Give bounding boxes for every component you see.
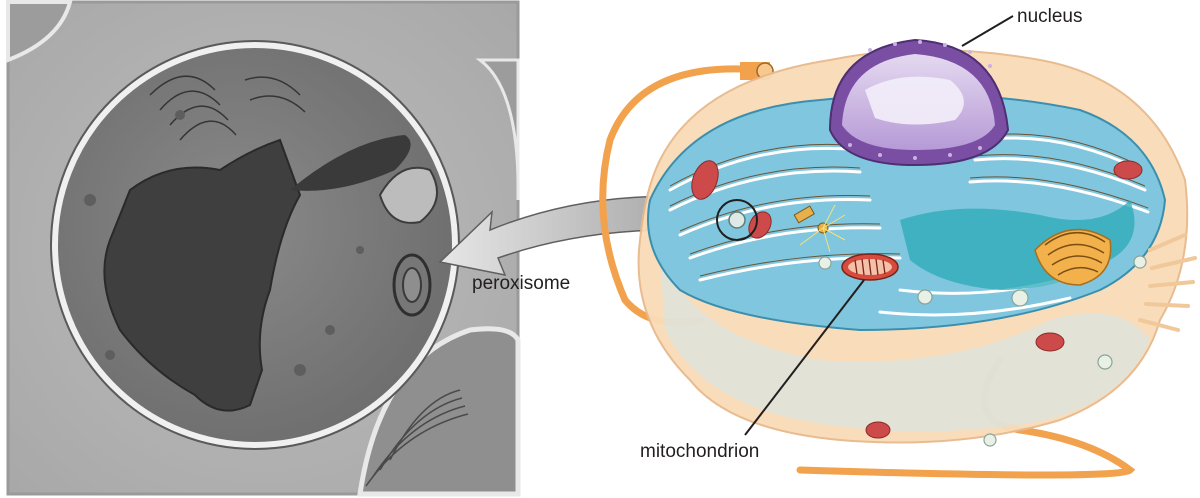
mitochondrion-organelle	[841, 253, 899, 281]
chloroplast-membranes-bottom	[365, 389, 469, 487]
micrograph-dark-organelle	[290, 135, 411, 191]
nucleolus-highlight	[865, 76, 964, 125]
peroxisome-organelle	[728, 211, 746, 229]
micrograph-mitochondrion-inner	[402, 267, 422, 303]
peroxisome-label: peroxisome	[472, 273, 570, 294]
vesicles	[818, 255, 1147, 447]
red-organelles	[691, 160, 1143, 439]
mitochondrion-leader-line	[744, 279, 865, 436]
nuclear-pores	[848, 40, 992, 160]
neighbor-cell-top-left	[6, 0, 73, 63]
micrograph-panel	[6, 0, 521, 497]
micrograph-vesicle	[378, 166, 438, 224]
peroxisome-highlight-ring	[716, 199, 758, 241]
cytoplasm-lower-region	[660, 260, 1150, 432]
mitochondrion-label: mitochondrion	[640, 441, 759, 462]
microvilli	[1138, 233, 1197, 332]
nucleus-label: nucleus	[1017, 6, 1083, 27]
neighbor-cell-right	[475, 58, 520, 201]
neighbor-cell-bottom-right	[357, 326, 521, 497]
micrograph-texture	[84, 110, 364, 376]
cell-illustration	[599, 38, 1197, 479]
micrograph-nucleus	[103, 138, 302, 412]
golgi-apparatus	[1034, 228, 1112, 286]
centrosome	[793, 204, 846, 253]
micrograph-membrane-stacks	[149, 75, 306, 141]
nucleus-leader-line	[961, 15, 1014, 47]
